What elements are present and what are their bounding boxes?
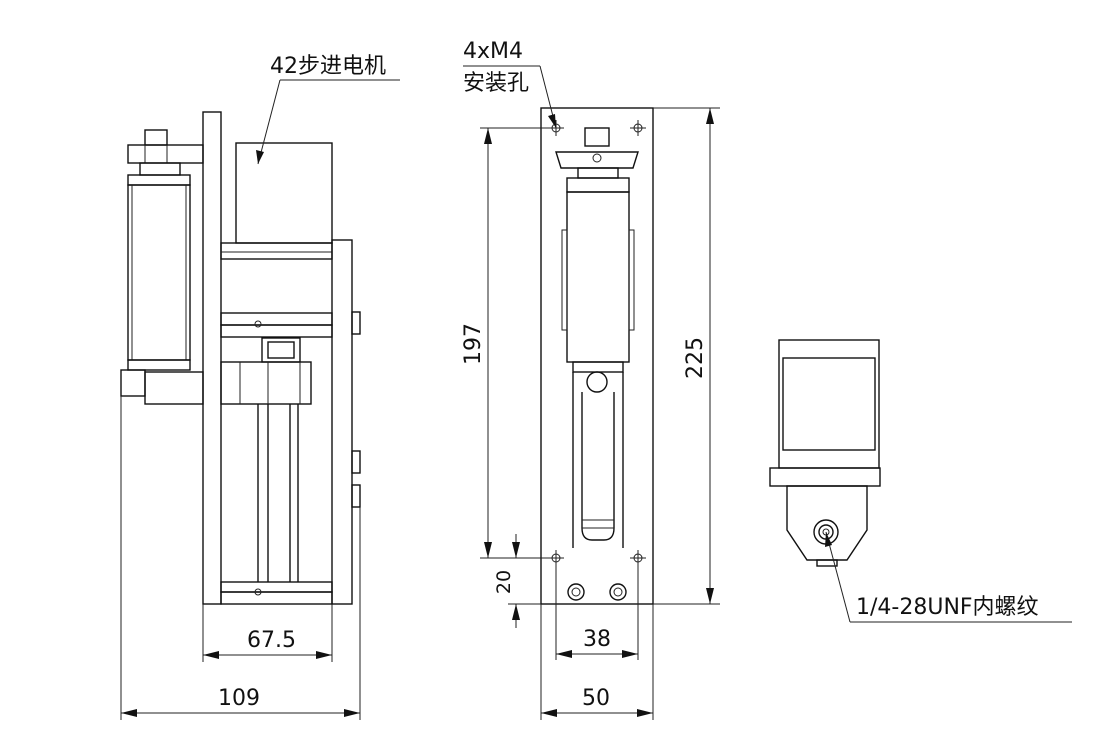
motor-mount [220, 242, 333, 260]
front-syringe-barrel [566, 191, 630, 363]
nozzle-block [786, 485, 868, 561]
holes-desc-label: 安装孔 [463, 71, 529, 96]
holes-spec-label: 4xM4 [463, 39, 523, 64]
dim-67-5: 67.5 [247, 628, 296, 653]
dim-109: 109 [218, 686, 260, 711]
thread-leader [825, 531, 851, 623]
carriage-block [220, 361, 312, 405]
side-back-plate [202, 111, 222, 605]
syringe-barrel [127, 184, 191, 361]
front-view: 4xM4 安装孔 [463, 39, 720, 720]
syringe-clamp [127, 144, 204, 164]
front-plate [540, 107, 654, 605]
thread-label: 1/4-28UNF内螺纹 [856, 595, 1039, 620]
side-front-plate [331, 239, 353, 605]
dim-225: 225 [683, 337, 708, 379]
dim-38: 38 [583, 627, 611, 652]
front-clamp [555, 151, 639, 169]
side-view: 42步进电机 [120, 54, 400, 720]
motor-label: 42步进电机 [270, 54, 386, 79]
motor-leader [257, 79, 281, 165]
plunger-knob [586, 371, 608, 393]
motor-body [778, 339, 880, 469]
dim-20: 20 [493, 570, 515, 594]
dim-50: 50 [582, 686, 610, 711]
mount-hole [630, 120, 646, 136]
dim-197: 197 [461, 323, 486, 365]
bottom-view: 1/4-28UNF内螺纹 [769, 339, 1072, 623]
stepper-motor [235, 142, 333, 244]
mount-hole [630, 550, 646, 566]
